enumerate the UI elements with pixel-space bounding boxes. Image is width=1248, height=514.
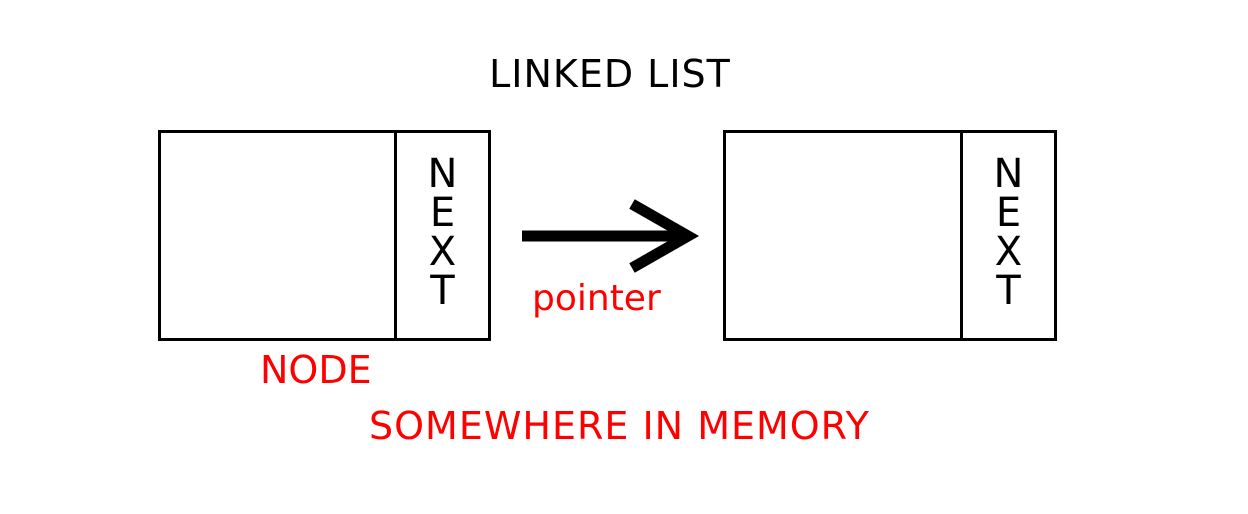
next-letter: N [427, 151, 458, 197]
next-letter: T [430, 268, 455, 314]
next-letter: T [996, 268, 1021, 314]
next-letter: X [994, 229, 1023, 275]
next-letter: E [995, 190, 1022, 236]
next-letter: N [993, 151, 1024, 197]
pointer-label: pointer [532, 278, 661, 319]
next-letter: E [429, 190, 456, 236]
memory-label: SOMEWHERE IN MEMORY [369, 404, 870, 448]
diagram-title: LINKED LIST [489, 52, 731, 96]
node-label: NODE [260, 348, 372, 392]
next-letter: X [428, 229, 457, 275]
pointer-arrow-icon [522, 199, 700, 273]
